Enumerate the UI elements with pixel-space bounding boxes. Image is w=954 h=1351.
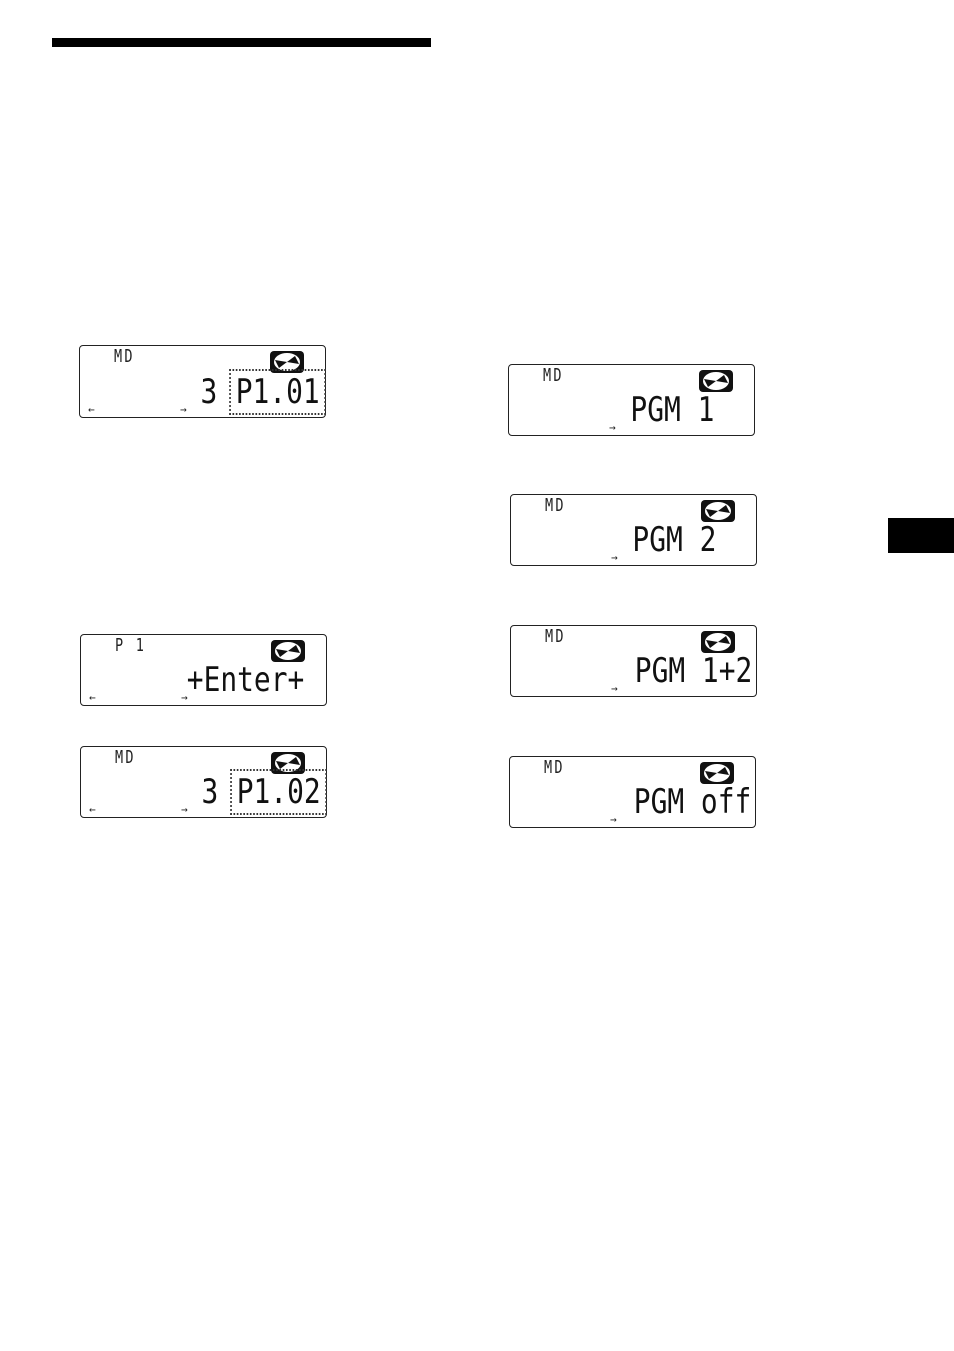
- lcd-display-pgm-1: MD PGM 1 →: [508, 364, 755, 436]
- lcd-source-label: MD: [545, 627, 566, 647]
- lcd-main-text: PGM 1+2: [634, 654, 752, 688]
- lcd-blinking-text: P1.01: [234, 375, 321, 409]
- lcd-right-arrow: →: [609, 422, 616, 434]
- lcd-display-pgm-off: MD PGM off →: [509, 756, 756, 828]
- lcd-main-text: PGM 2: [632, 523, 716, 557]
- lcd-right-arrow: →: [180, 404, 187, 416]
- lcd-left-arrow: ←: [88, 404, 95, 416]
- lcd-main-prefix: 3: [200, 372, 234, 412]
- lcd-left-arrow: ←: [89, 692, 96, 704]
- lcd-display-enter: P 1 +Enter+ ← →: [80, 634, 327, 706]
- lcd-source-label: MD: [545, 496, 566, 516]
- lcd-right-arrow: →: [181, 692, 188, 704]
- disc-icon: [269, 350, 305, 374]
- lcd-main-text: PGM off: [633, 785, 751, 819]
- lcd-right-arrow: →: [181, 804, 188, 816]
- lcd-main-text: 3 P1.02: [201, 775, 322, 809]
- lcd-source-label: MD: [544, 758, 565, 778]
- section-tab-marker: [888, 518, 954, 553]
- lcd-display-p1-02: MD 3 P1.02 ← →: [80, 746, 327, 818]
- lcd-main-text: PGM 1: [630, 393, 714, 427]
- lcd-source-label: MD: [114, 347, 135, 367]
- lcd-main-prefix: 3: [201, 772, 235, 812]
- lcd-main-text: 3 P1.01: [200, 375, 321, 409]
- lcd-display-pgm-2: MD PGM 2 →: [510, 494, 757, 566]
- lcd-right-arrow: →: [611, 683, 618, 695]
- lcd-right-arrow: →: [610, 814, 617, 826]
- lcd-display-p1-01: MD 3 P1.01 ← →: [79, 345, 326, 418]
- lcd-source-label: MD: [543, 366, 564, 386]
- lcd-source-label: MD: [115, 748, 136, 768]
- lcd-main-text: +Enter+: [186, 663, 304, 697]
- lcd-display-pgm-1-2: MD PGM 1+2 →: [510, 625, 757, 697]
- lcd-blinking-text: P1.02: [235, 775, 322, 809]
- lcd-right-arrow: →: [611, 552, 618, 564]
- lcd-left-arrow: ←: [89, 804, 96, 816]
- section-header-rule: [52, 38, 431, 47]
- lcd-source-label: P 1: [115, 636, 146, 656]
